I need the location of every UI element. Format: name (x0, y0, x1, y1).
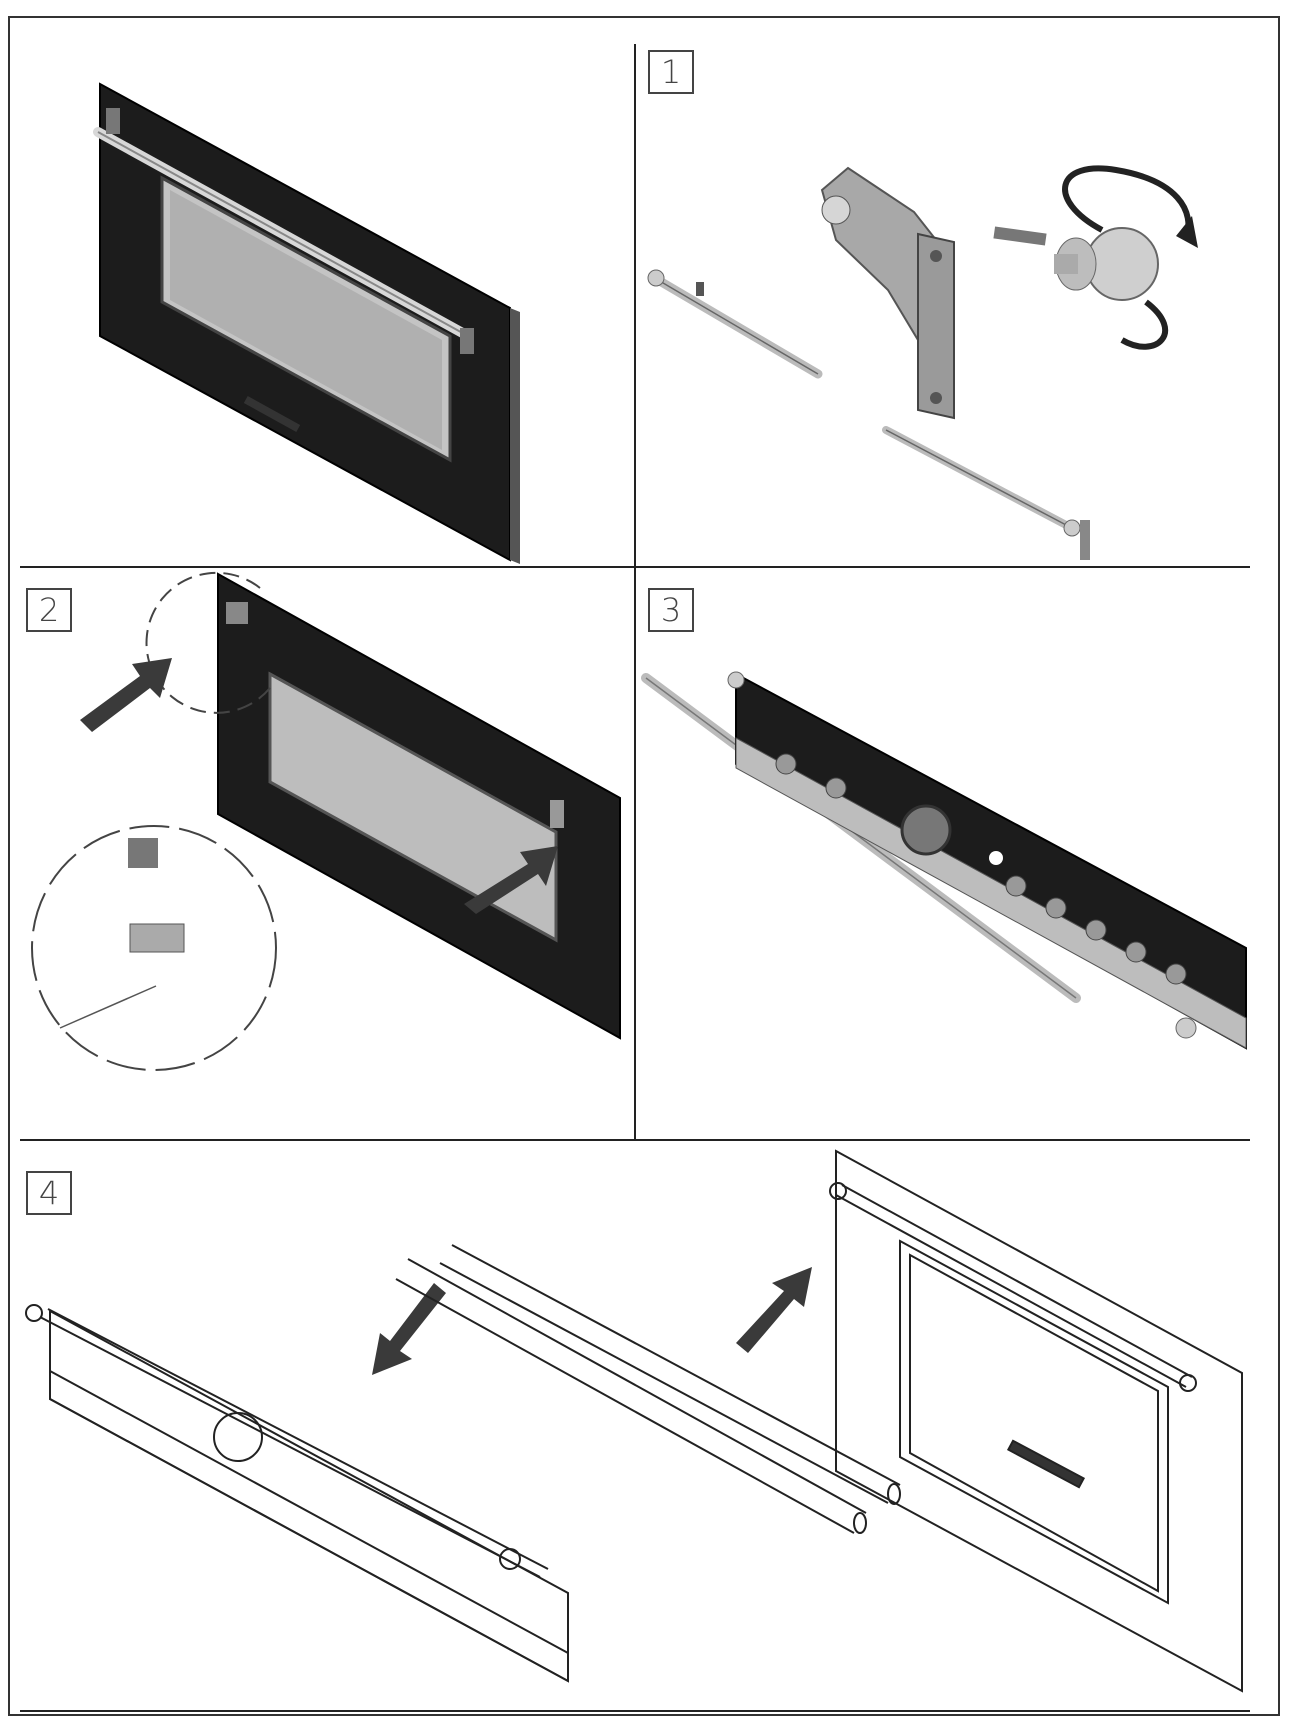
panel-step-3: 3 (636, 568, 1248, 1138)
rod-replacement-illustration (25, 1149, 1243, 1693)
panel-step-4: 4 (20, 1141, 1248, 1707)
push-arrow-icon (736, 1267, 812, 1353)
handle-rod-icon (395, 1244, 901, 1534)
push-arrow-icon (464, 846, 558, 914)
panel-step-2: 2 (20, 568, 632, 1138)
panel-overview (20, 40, 632, 564)
push-arrow-icon (80, 658, 172, 732)
control-panel-illustration (641, 671, 1247, 1050)
step-1-label: 1 (648, 50, 694, 94)
knob-icon (1054, 227, 1159, 301)
magnifier-circle-icon (31, 825, 277, 1071)
oven-door-outline (829, 1149, 1243, 1693)
oven-door-icon (93, 82, 520, 564)
handle-rod-icon (647, 269, 823, 379)
handle-bracket-icon (820, 166, 955, 420)
panel-step-1: 1 (636, 40, 1248, 564)
rotate-arrow-icon (1062, 165, 1198, 350)
handle-rod-lower (882, 426, 1090, 560)
door-mounting-illustration (31, 571, 621, 1071)
horizontal-divider-1 (20, 566, 1250, 568)
horizontal-divider-bottom (20, 1710, 1250, 1712)
control-panel-outline (25, 1304, 569, 1683)
step-2-label: 2 (26, 588, 72, 632)
step-3-label: 3 (648, 588, 694, 632)
vertical-divider-top (634, 44, 636, 1139)
screw-pin-icon (993, 226, 1047, 246)
push-arrow-icon (372, 1283, 446, 1375)
horizontal-divider-2 (20, 1139, 1250, 1141)
handle-detail-illustration (647, 165, 1198, 560)
knob-row (775, 753, 1187, 985)
step-4-label: 4 (26, 1171, 72, 1215)
instruction-sheet-frame (8, 16, 1280, 1716)
